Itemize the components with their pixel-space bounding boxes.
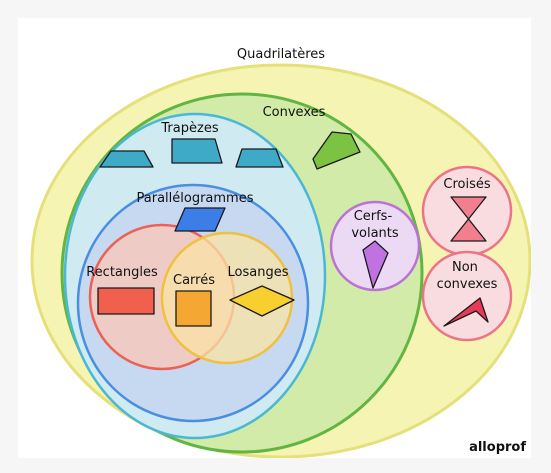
alloprof-logo: alloprof	[469, 440, 526, 455]
label-rectangles: Rectangles	[86, 265, 158, 280]
label-parallelogrammes: Parallélogrammes	[137, 191, 254, 206]
croise-shape	[450, 196, 487, 242]
label-carres: Carrés	[173, 273, 215, 288]
parallelogramme-shape	[174, 207, 226, 232]
trapeze-shape-2	[171, 138, 223, 164]
quadrilateral-classification-diagram: Quadrilatères Convexes Trapèzes Parallél…	[30, 47, 531, 458]
label-non-convexes: Non convexes	[437, 260, 498, 292]
losange-shape	[229, 285, 295, 317]
cerf-volant-shape	[362, 240, 389, 289]
non-convexe-shape	[443, 297, 489, 327]
convexe-shape	[312, 131, 361, 170]
label-quadrilateres: Quadrilatères	[237, 47, 325, 62]
trapeze-shape-3	[235, 148, 284, 168]
label-cerfs-volants: Cerfs- volants	[351, 209, 399, 241]
label-losanges: Losanges	[228, 265, 289, 280]
carre-shape	[175, 290, 212, 327]
trapeze-shape-1	[99, 150, 154, 168]
set-non-convexes	[421, 250, 513, 342]
diagram-frame: Quadrilatères Convexes Trapèzes Parallél…	[18, 18, 531, 458]
rectangle-shape	[97, 287, 155, 315]
set-losanges	[160, 231, 294, 365]
label-convexes: Convexes	[263, 105, 326, 120]
label-croises: Croisés	[443, 177, 490, 192]
label-trapezes: Trapèzes	[160, 121, 218, 136]
